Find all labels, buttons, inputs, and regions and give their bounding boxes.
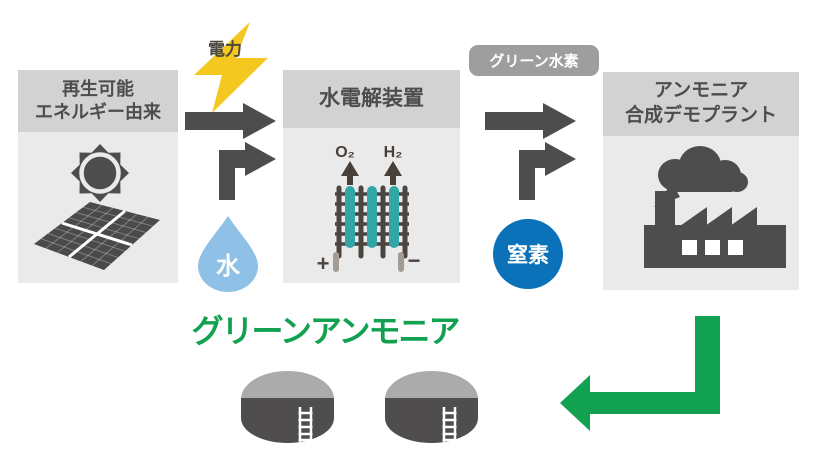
smoke-cloud — [654, 146, 748, 207]
cell-terminals — [333, 252, 404, 272]
green-output-arrow — [560, 316, 720, 431]
plus-terminal-label: + — [317, 251, 330, 276]
green-hydrogen-badge: グリーン水素 — [469, 45, 599, 76]
solar-panel-icon — [34, 202, 160, 270]
sun-icon — [71, 144, 129, 202]
electricity-label: 電力 — [208, 39, 242, 59]
renewable-energy-title-line2: エネルギー由来 — [35, 102, 161, 122]
flow-arrows-right — [485, 103, 576, 200]
ammonia-plant-title-line1: アンモニア — [653, 80, 749, 102]
green-ammonia-title: グリーンアンモニア — [191, 313, 460, 349]
cell-teal-electrodes — [345, 186, 399, 248]
ammonia-plant-title-line2: 合成デモプラント — [624, 105, 777, 126]
electricity-bolt-icon: 電力 — [194, 22, 268, 113]
electrolyzer-box-header: 水電解装置 — [283, 70, 460, 128]
water-drop-icon: 水 — [198, 216, 258, 292]
ammonia-plant-box-header: アンモニア 合成デモプラント — [603, 72, 799, 136]
renewable-energy-box: 再生可能 エネルギー由来 — [18, 70, 178, 283]
factory-icon — [644, 146, 786, 268]
nitrogen-label: 窒素 — [507, 244, 549, 267]
water-label: 水 — [216, 253, 241, 280]
tank-ladder — [298, 407, 313, 442]
storage-tank-icon — [241, 371, 334, 443]
electrolyzer-title: 水電解装置 — [319, 87, 424, 111]
roof-tooth — [705, 207, 732, 226]
elbow-arrow — [519, 142, 576, 200]
elbow-arrow — [219, 142, 276, 200]
gas-up-arrows — [341, 161, 402, 185]
nitrogen-circle: 窒素 — [493, 219, 563, 289]
cell-dark-rods — [336, 185, 408, 259]
renewable-energy-box-header: 再生可能 エネルギー由来 — [18, 70, 178, 132]
flow-arrows-left — [185, 103, 276, 200]
factory-windows — [682, 240, 743, 255]
roof-tooth — [730, 207, 757, 226]
electrolysis-cell-icon: O₂ H₂ + − — [317, 144, 421, 276]
electrolyzer-box: 水電解装置 O₂ H₂ — [283, 70, 460, 283]
straight-arrow — [485, 112, 543, 130]
h2-label: H₂ — [384, 144, 403, 161]
roof-tooth — [680, 207, 707, 226]
green-hydrogen-label: グリーン水素 — [489, 53, 579, 70]
ammonia-plant-box: アンモニア 合成デモプラント — [603, 72, 799, 290]
o2-label: O₂ — [335, 144, 355, 161]
renewable-energy-title-line1: 再生可能 — [62, 78, 134, 99]
minus-terminal-label: − — [408, 248, 421, 273]
straight-arrow — [185, 112, 243, 130]
tank-ladder — [442, 407, 457, 442]
storage-tank-icon — [385, 371, 478, 443]
chimney — [655, 191, 675, 231]
